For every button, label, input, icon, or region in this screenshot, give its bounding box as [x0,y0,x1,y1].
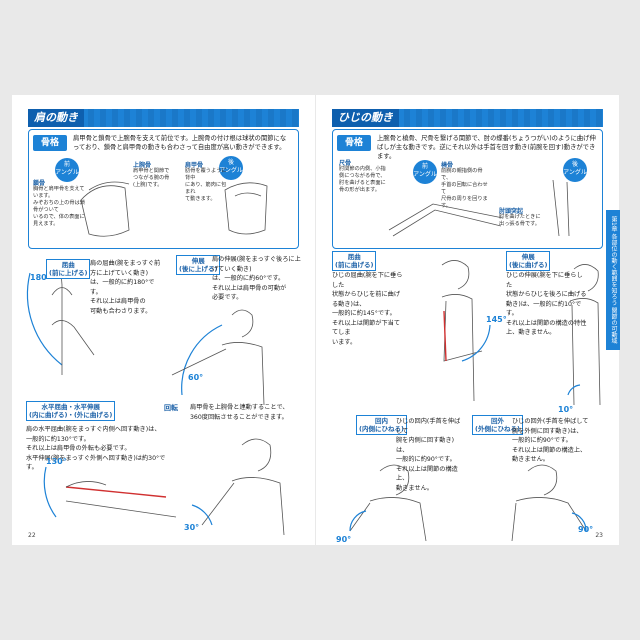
chapter-side-tab: 第1章 各部位の動く範囲を知ろう 関節の可動域 [606,210,620,350]
left-skeleton-box: 骨格 肩甲骨と鎖骨で上腕骨を支えて前位です。上腕骨の付け根は球状の関節になってお… [28,129,299,249]
right-page: ひじの動き 骨格 上腕骨と橈骨、尺骨を繋げる関節で、肘の蝶番(ちょうつがい)のよ… [316,95,619,545]
label-clavicle: 鎖骨 [33,180,46,187]
pronation-figure [349,464,427,542]
label-scapula: 肩甲骨 [185,162,204,169]
elbow-flexion-figure [441,260,491,402]
rotation-name: 回転 [164,404,178,412]
elbow-back-badge: 後 アングル [563,158,587,182]
extension-degree: 60° [188,373,204,382]
clavicle-note: 胸骨と肩甲骨を支えています。 みぞおちの上の骨は鎖骨がついて いるので、体の表面… [33,186,85,227]
left-skeleton-desc: 肩甲骨と鎖骨で上腕骨を支えて前位です。上腕骨の付け根は球状の関節になっており、鎖… [73,135,287,151]
back-angle-badge: 後 アングル [219,156,243,180]
supination-box: 回外 (外側にひねる) [472,415,523,435]
right-skeleton-box: 骨格 上腕骨と橈骨、尺骨を繋げる関節で、肘の蝶番(ちょうつがい)のように曲げ伸ば… [332,129,603,249]
flexion-box: 屈曲 (前に上げる) [46,259,91,279]
supination-figure [511,464,587,542]
elbow-extension-figure [567,264,601,406]
right-banner: ひじの動き [332,109,603,127]
elbow-flexion-degree: 145° [486,315,507,324]
pronation-text: ひじの回内(手首を伸ばして 腕を内側に回す動き)は、 一般的に約90°です。 そ… [396,418,461,492]
horizontal-30-degree: 30° [184,523,200,532]
left-page-number: 22 [28,532,36,539]
left-banner-title: 肩の動き [28,109,84,127]
pronation-degree: 90° [336,535,352,544]
elbow-skeleton-illustration [388,179,570,237]
left-skeleton-heading: 骨格 [33,135,67,151]
scapula-note: 肋骨を覆うように背中 にあり、筋肉に包まれ て動きます。 [185,168,227,202]
pronation-box: 回内 (内側にひねる) [356,415,407,435]
left-page: 肩の動き 骨格 肩甲骨と鎖骨で上腕骨を支えて前位です。上腕骨の付け根は球状の関節… [12,95,315,545]
label-humerus: 上腕骨 [133,162,152,169]
flexion-degree: 180° [30,273,51,282]
elbow-extension-box: 伸展 (後に曲げる) [506,251,551,271]
elbow-flexion-text: ひじの屈曲(腕を下に垂らした 状態からひじを前に曲げる動き)は、 一般的に約14… [332,272,403,346]
right-skeleton-desc: 上腕骨と橈骨、尺骨を繋げる関節で、肘の蝶番(ちょうつがい)のように曲げ伸ばしが主… [377,135,596,160]
front-angle-badge: 前 アングル [55,158,79,182]
right-skeleton-heading: 骨格 [337,135,371,151]
supination-degree: 90° [578,525,594,534]
rotation-text: 肩甲骨を上腕骨と連動することで、 360度回転させることができます。 [190,404,289,421]
horizontal-text: 肩の水平屈曲(腕をまっすぐ内側へ回す動き)は、一般的に約130°です。 それ以上… [26,426,166,471]
horizontal-figure [43,466,177,518]
label-olecranon: 肘頭突起 [499,208,524,215]
extension-box: 伸展 (後に上げる) [176,255,221,275]
rotation-figure [191,438,285,536]
horizontal-box: 水平屈曲・水平伸展 (内に曲げる)・(外に曲げる) [26,401,116,421]
label-radius: 橈骨 [441,162,454,169]
humerus-note: 肩甲骨と関節で つながる腕の骨 (上腕)です。 [133,168,170,188]
right-banner-title: ひじの動き [332,109,399,127]
elbow-extension-degree: 10° [558,405,574,414]
shoulder-skeleton-illustration [80,181,268,237]
elbow-front-badge: 前 アングル [413,160,437,184]
elbow-extension-text: ひじの伸展(腕を下に垂らした 状態からひじを後ろに曲げる 動き)は、一般的に約1… [506,272,587,336]
horizontal-130-degree: 130° [46,457,67,466]
flexion-text: 肩の屈曲(腕をまっすぐ前方に上げていく動き) は、一般的に約180°です。 それ… [90,260,161,315]
left-banner: 肩の動き [28,109,299,127]
olecranon-note: 肘を曲げたときに 出っ張る骨です。 [499,214,541,227]
right-page-number: 23 [595,532,603,539]
elbow-flexion-box: 屈曲 (前に曲げる) [332,251,377,271]
ulna-note: 肘関節の内側、小指 側につながる骨で、 肘を曲げると表面に 骨の形が出ます。 [339,166,386,193]
supination-text: ひじの回外(手首を伸ばして 腕を外側に回す動き)は、 一般的に約90°です。 そ… [512,418,589,463]
extension-text: 肩の伸展(腕をまっすぐ後ろに上げていく動き) は、一般的に約60°です。 それ以… [212,256,301,301]
label-ulna: 尺骨 [339,160,352,167]
radius-note: 前腕の親指側の骨で、 手首の回転に合わせて 尺骨の周りを回ります。 [441,168,488,209]
extension-figure [171,309,265,406]
